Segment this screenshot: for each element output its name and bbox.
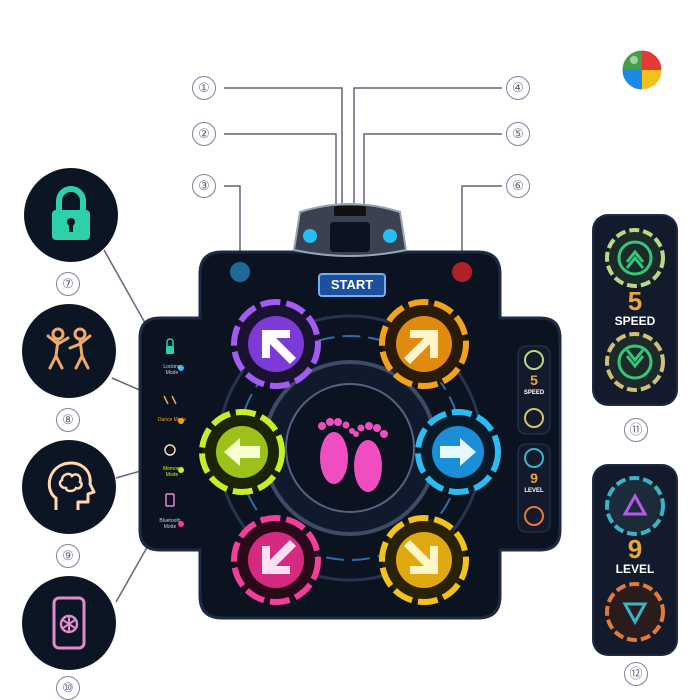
lock-feature-circle (24, 168, 118, 262)
memory-feature-circle (22, 440, 116, 534)
level-panel: 9 LEVEL (594, 466, 676, 654)
speed-panel-graphic (605, 228, 665, 392)
callout-4: ④ (506, 76, 530, 100)
callout-11: ⑪ (624, 418, 648, 442)
dance-feature-circle (22, 304, 116, 398)
callout-7: ⑦ (56, 272, 80, 296)
pad-left[interactable] (199, 409, 285, 495)
dance-mode-label: Dance Mode (157, 417, 187, 423)
volume-down-button[interactable] (230, 262, 250, 282)
start-button[interactable]: START (318, 273, 386, 297)
level-panel-value: 9 (627, 534, 643, 564)
mat-left-mode-icons (163, 338, 184, 527)
callout-5: ⑤ (506, 122, 530, 146)
mat-speed-label: SPEED (523, 390, 545, 396)
control-box (292, 203, 408, 257)
mat-level-label: LEVEL (524, 488, 544, 494)
callout-9: ⑨ (56, 544, 80, 568)
memory-mode-label: Memory Mode (162, 466, 182, 478)
callout-1: ① (192, 76, 216, 100)
bluetooth-feature-circle (22, 576, 116, 670)
colorful-ball-logo (621, 49, 663, 91)
pad-down-right[interactable] (379, 515, 469, 605)
mat-speed-value: 5 (530, 372, 538, 388)
phone-bluetooth-icon (52, 596, 86, 650)
bluetooth-mode-label: Bluetooth Mode (159, 518, 181, 530)
locking-mode-label: Locking Mode (163, 364, 181, 376)
pad-right[interactable] (415, 409, 501, 495)
pad-down-left[interactable] (231, 515, 321, 605)
callout-3: ③ (192, 174, 216, 198)
callout-6: ⑥ (506, 174, 530, 198)
callout-2: ② (192, 122, 216, 146)
speed-panel-label: SPEED (614, 314, 656, 328)
feet-icon (318, 418, 388, 492)
mat-level-value: 9 (530, 470, 538, 486)
dancers-icon (46, 327, 92, 370)
speed-panel-value: 5 (627, 286, 643, 316)
brain-head-icon (47, 461, 96, 510)
volume-up-button[interactable] (452, 262, 472, 282)
callout-12: ⑫ (624, 662, 648, 686)
callout-10: ⑩ (56, 676, 80, 700)
level-panel-label: LEVEL (615, 562, 655, 576)
level-panel-graphic (605, 476, 665, 642)
pad-up-right[interactable] (379, 299, 469, 389)
lock-icon (52, 186, 90, 240)
speed-panel: 5 SPEED (594, 216, 676, 404)
callout-8: ⑧ (56, 408, 80, 432)
pad-up-left[interactable] (231, 299, 321, 389)
